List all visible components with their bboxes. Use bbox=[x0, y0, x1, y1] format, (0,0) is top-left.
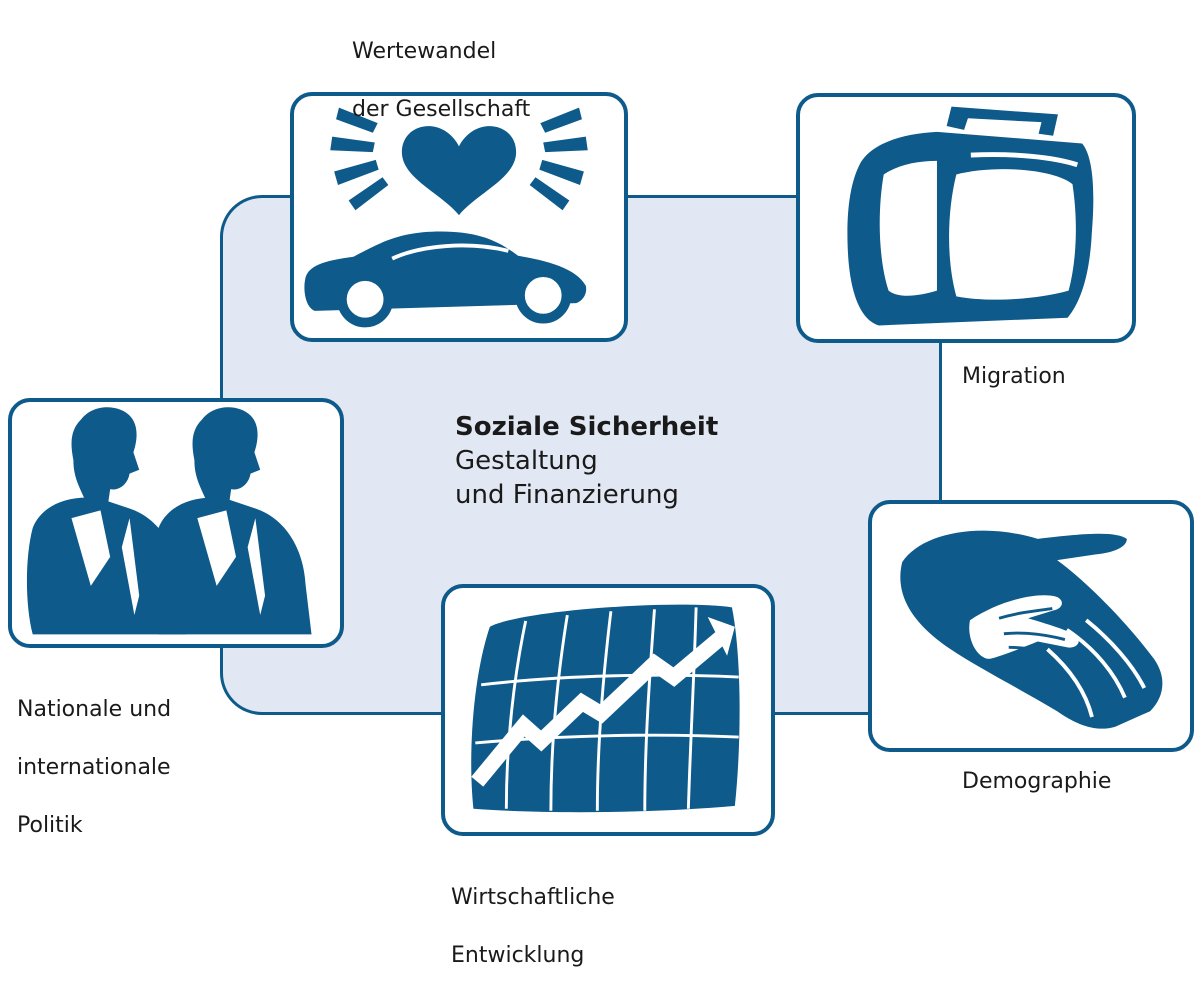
migration-label: Migration bbox=[962, 364, 1066, 389]
central-subtitle-line-1: Gestaltung bbox=[455, 446, 598, 476]
growth-chart-icon bbox=[471, 604, 740, 813]
wertewandel-tile bbox=[290, 92, 628, 342]
wertewandel-label: Wertewandel der Gesellschaft bbox=[352, 8, 530, 153]
wertewandel-label-line-2: der Gesellschaft bbox=[352, 97, 531, 122]
politik-label-line-3: Politik bbox=[17, 813, 83, 838]
demographie-label: Demographie bbox=[962, 769, 1112, 794]
migration-tile bbox=[796, 93, 1136, 343]
wertewandel-label-line-1: Wertewandel bbox=[352, 39, 497, 64]
wirtschaft-label: Wirtschaftliche Entwicklung bbox=[451, 854, 615, 999]
two-men-icon bbox=[26, 407, 312, 635]
demographie-tile bbox=[868, 500, 1194, 752]
central-title: Soziale Sicherheit bbox=[455, 412, 719, 442]
wirtschaft-label-line-1: Wirtschaftliche bbox=[451, 885, 615, 910]
heart-and-car-icon bbox=[304, 107, 588, 328]
wirtschaft-tile bbox=[441, 584, 775, 836]
central-subtitle-line-2: und Finanzierung bbox=[455, 480, 679, 510]
wirtschaft-label-line-2: Entwicklung bbox=[451, 943, 585, 968]
politik-label-line-1: Nationale und bbox=[17, 697, 172, 722]
politik-label-line-2: internationale bbox=[17, 755, 171, 780]
politik-tile bbox=[8, 398, 344, 648]
young-and-old-hands-icon bbox=[900, 530, 1163, 729]
suitcase-icon bbox=[847, 106, 1094, 326]
politik-label: Nationale und internationale Politik bbox=[17, 666, 171, 869]
central-topic: Soziale Sicherheit Gestaltung und Finanz… bbox=[455, 410, 718, 512]
